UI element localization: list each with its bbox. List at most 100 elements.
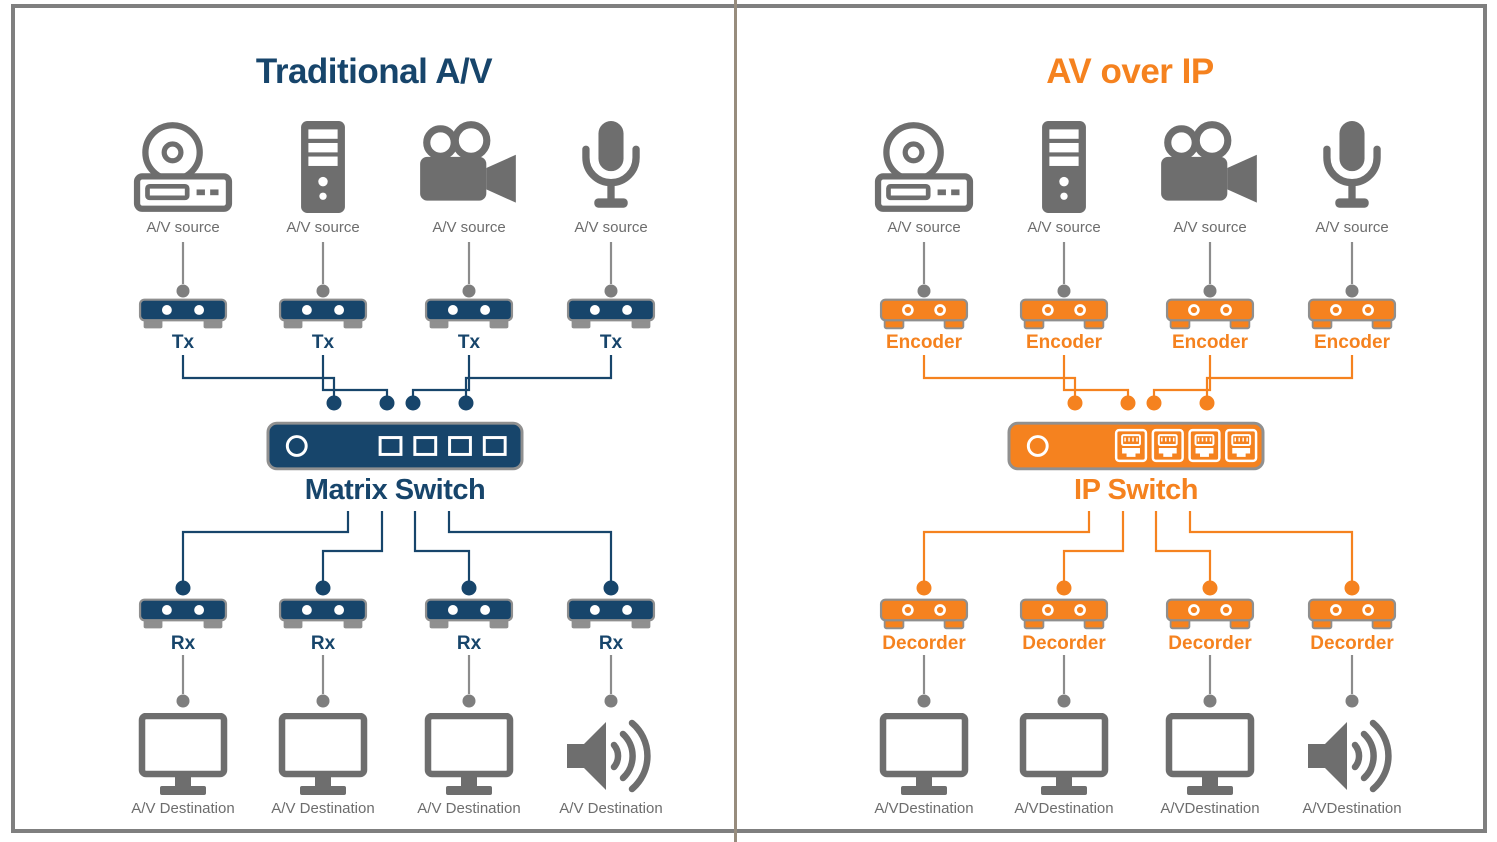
monitor-icon: [130, 713, 236, 799]
transmitter-label: Tx: [457, 332, 481, 353]
microphone-icon: [555, 120, 667, 214]
monitor-icon: [871, 713, 977, 799]
video-camera-icon: [413, 120, 525, 214]
receiver-label: Rx: [310, 633, 336, 654]
decoder-label: Decorder: [1022, 633, 1106, 654]
encoder-label: Encoder: [1025, 332, 1103, 353]
transmitter-device: [566, 297, 656, 331]
destination-item: [1154, 711, 1266, 799]
destination-item: [868, 711, 980, 799]
source-label: A/V source: [432, 219, 506, 236]
transmitter-label: Tx: [599, 332, 623, 353]
source-item: [551, 118, 671, 214]
speaker-icon: [1299, 713, 1405, 799]
decoder-device: [1307, 597, 1397, 631]
source-label: A/V source: [887, 219, 961, 236]
source-label: A/V source: [1027, 219, 1101, 236]
destination-item: [1296, 711, 1408, 799]
source-label: A/V source: [146, 219, 220, 236]
av-transmitter-icon: [278, 297, 368, 331]
destination-item: [127, 711, 239, 799]
av-receiver-icon: [424, 597, 514, 631]
av-transmitter-icon: [138, 297, 228, 331]
panel-traditional-av: Traditional A/V A/V source A/V source A/…: [0, 0, 748, 842]
encoder-device: [1165, 297, 1255, 331]
av-receiver-icon: [566, 597, 656, 631]
av-receiver-icon: [278, 597, 368, 631]
source-item: [1292, 118, 1412, 214]
source-label: A/V source: [286, 219, 360, 236]
encoder-label: Encoder: [1171, 332, 1249, 353]
av-decoder-icon: [1019, 597, 1109, 631]
decoder-device: [1019, 597, 1109, 631]
av-receiver-icon: [138, 597, 228, 631]
panel-title: AV over IP: [1046, 52, 1214, 91]
decoder-device: [879, 597, 969, 631]
receiver-device: [138, 597, 228, 631]
destination-label: A/VDestination: [1014, 800, 1114, 817]
source-label: A/V source: [1315, 219, 1389, 236]
source-item: [864, 118, 984, 214]
transmitter-device: [278, 297, 368, 331]
encoder-label: Encoder: [1313, 332, 1391, 353]
destination-label: A/VDestination: [1160, 800, 1260, 817]
decoder-label: Decorder: [1168, 633, 1252, 654]
transmitter-label: Tx: [171, 332, 195, 353]
source-item: [1004, 118, 1124, 214]
monitor-icon: [1011, 713, 1117, 799]
av-encoder-icon: [879, 297, 969, 331]
destination-item: [1008, 711, 1120, 799]
transmitter-label: Tx: [311, 332, 335, 353]
decoder-device: [1165, 597, 1255, 631]
encoder-label: Encoder: [885, 332, 963, 353]
disc-player-icon: [127, 120, 239, 214]
source-label: A/V source: [574, 219, 648, 236]
computer-tower-icon: [1008, 120, 1120, 214]
av-transmitter-icon: [566, 297, 656, 331]
av-encoder-icon: [1165, 297, 1255, 331]
video-camera-icon: [1154, 120, 1266, 214]
av-transmitter-icon: [424, 297, 514, 331]
source-item: [1150, 118, 1270, 214]
destination-item: [267, 711, 379, 799]
av-encoder-icon: [1307, 297, 1397, 331]
destination-label: A/V Destination: [271, 800, 375, 817]
panel-title: Traditional A/V: [255, 52, 493, 91]
av-encoder-icon: [1019, 297, 1109, 331]
panel-av-over-ip: AV over IP A/V source A/V source A/V sou…: [741, 0, 1489, 842]
destination-label: A/V Destination: [131, 800, 235, 817]
source-item: [263, 118, 383, 214]
av-decoder-icon: [879, 597, 969, 631]
av-decoder-icon: [1307, 597, 1397, 631]
transmitter-device: [138, 297, 228, 331]
encoder-device: [1307, 297, 1397, 331]
destination-label: A/V Destination: [559, 800, 663, 817]
monitor-icon: [1157, 713, 1263, 799]
microphone-icon: [1296, 120, 1408, 214]
destination-label: A/VDestination: [1302, 800, 1402, 817]
outer-border: [11, 4, 1487, 833]
encoder-device: [879, 297, 969, 331]
matrix-switch-icon: [266, 421, 524, 471]
transmitter-device: [424, 297, 514, 331]
receiver-label: Rx: [456, 633, 482, 654]
speaker-icon: [558, 713, 664, 799]
receiver-device: [278, 597, 368, 631]
encoder-device: [1019, 297, 1109, 331]
receiver-label: Rx: [170, 633, 196, 654]
receiver-device: [566, 597, 656, 631]
destination-label: A/V Destination: [417, 800, 521, 817]
center-divider-line: [734, 0, 737, 842]
destination-item: [413, 711, 525, 799]
matrix-switch-device: [266, 421, 524, 471]
switch-label: IP Switch: [1074, 474, 1198, 506]
ip-switch-device: [1007, 421, 1265, 471]
switch-label: Matrix Switch: [304, 474, 486, 506]
av-decoder-icon: [1165, 597, 1255, 631]
decoder-label: Decorder: [1310, 633, 1394, 654]
monitor-icon: [416, 713, 522, 799]
destination-label: A/VDestination: [874, 800, 974, 817]
decoder-label: Decorder: [882, 633, 966, 654]
source-item: [123, 118, 243, 214]
